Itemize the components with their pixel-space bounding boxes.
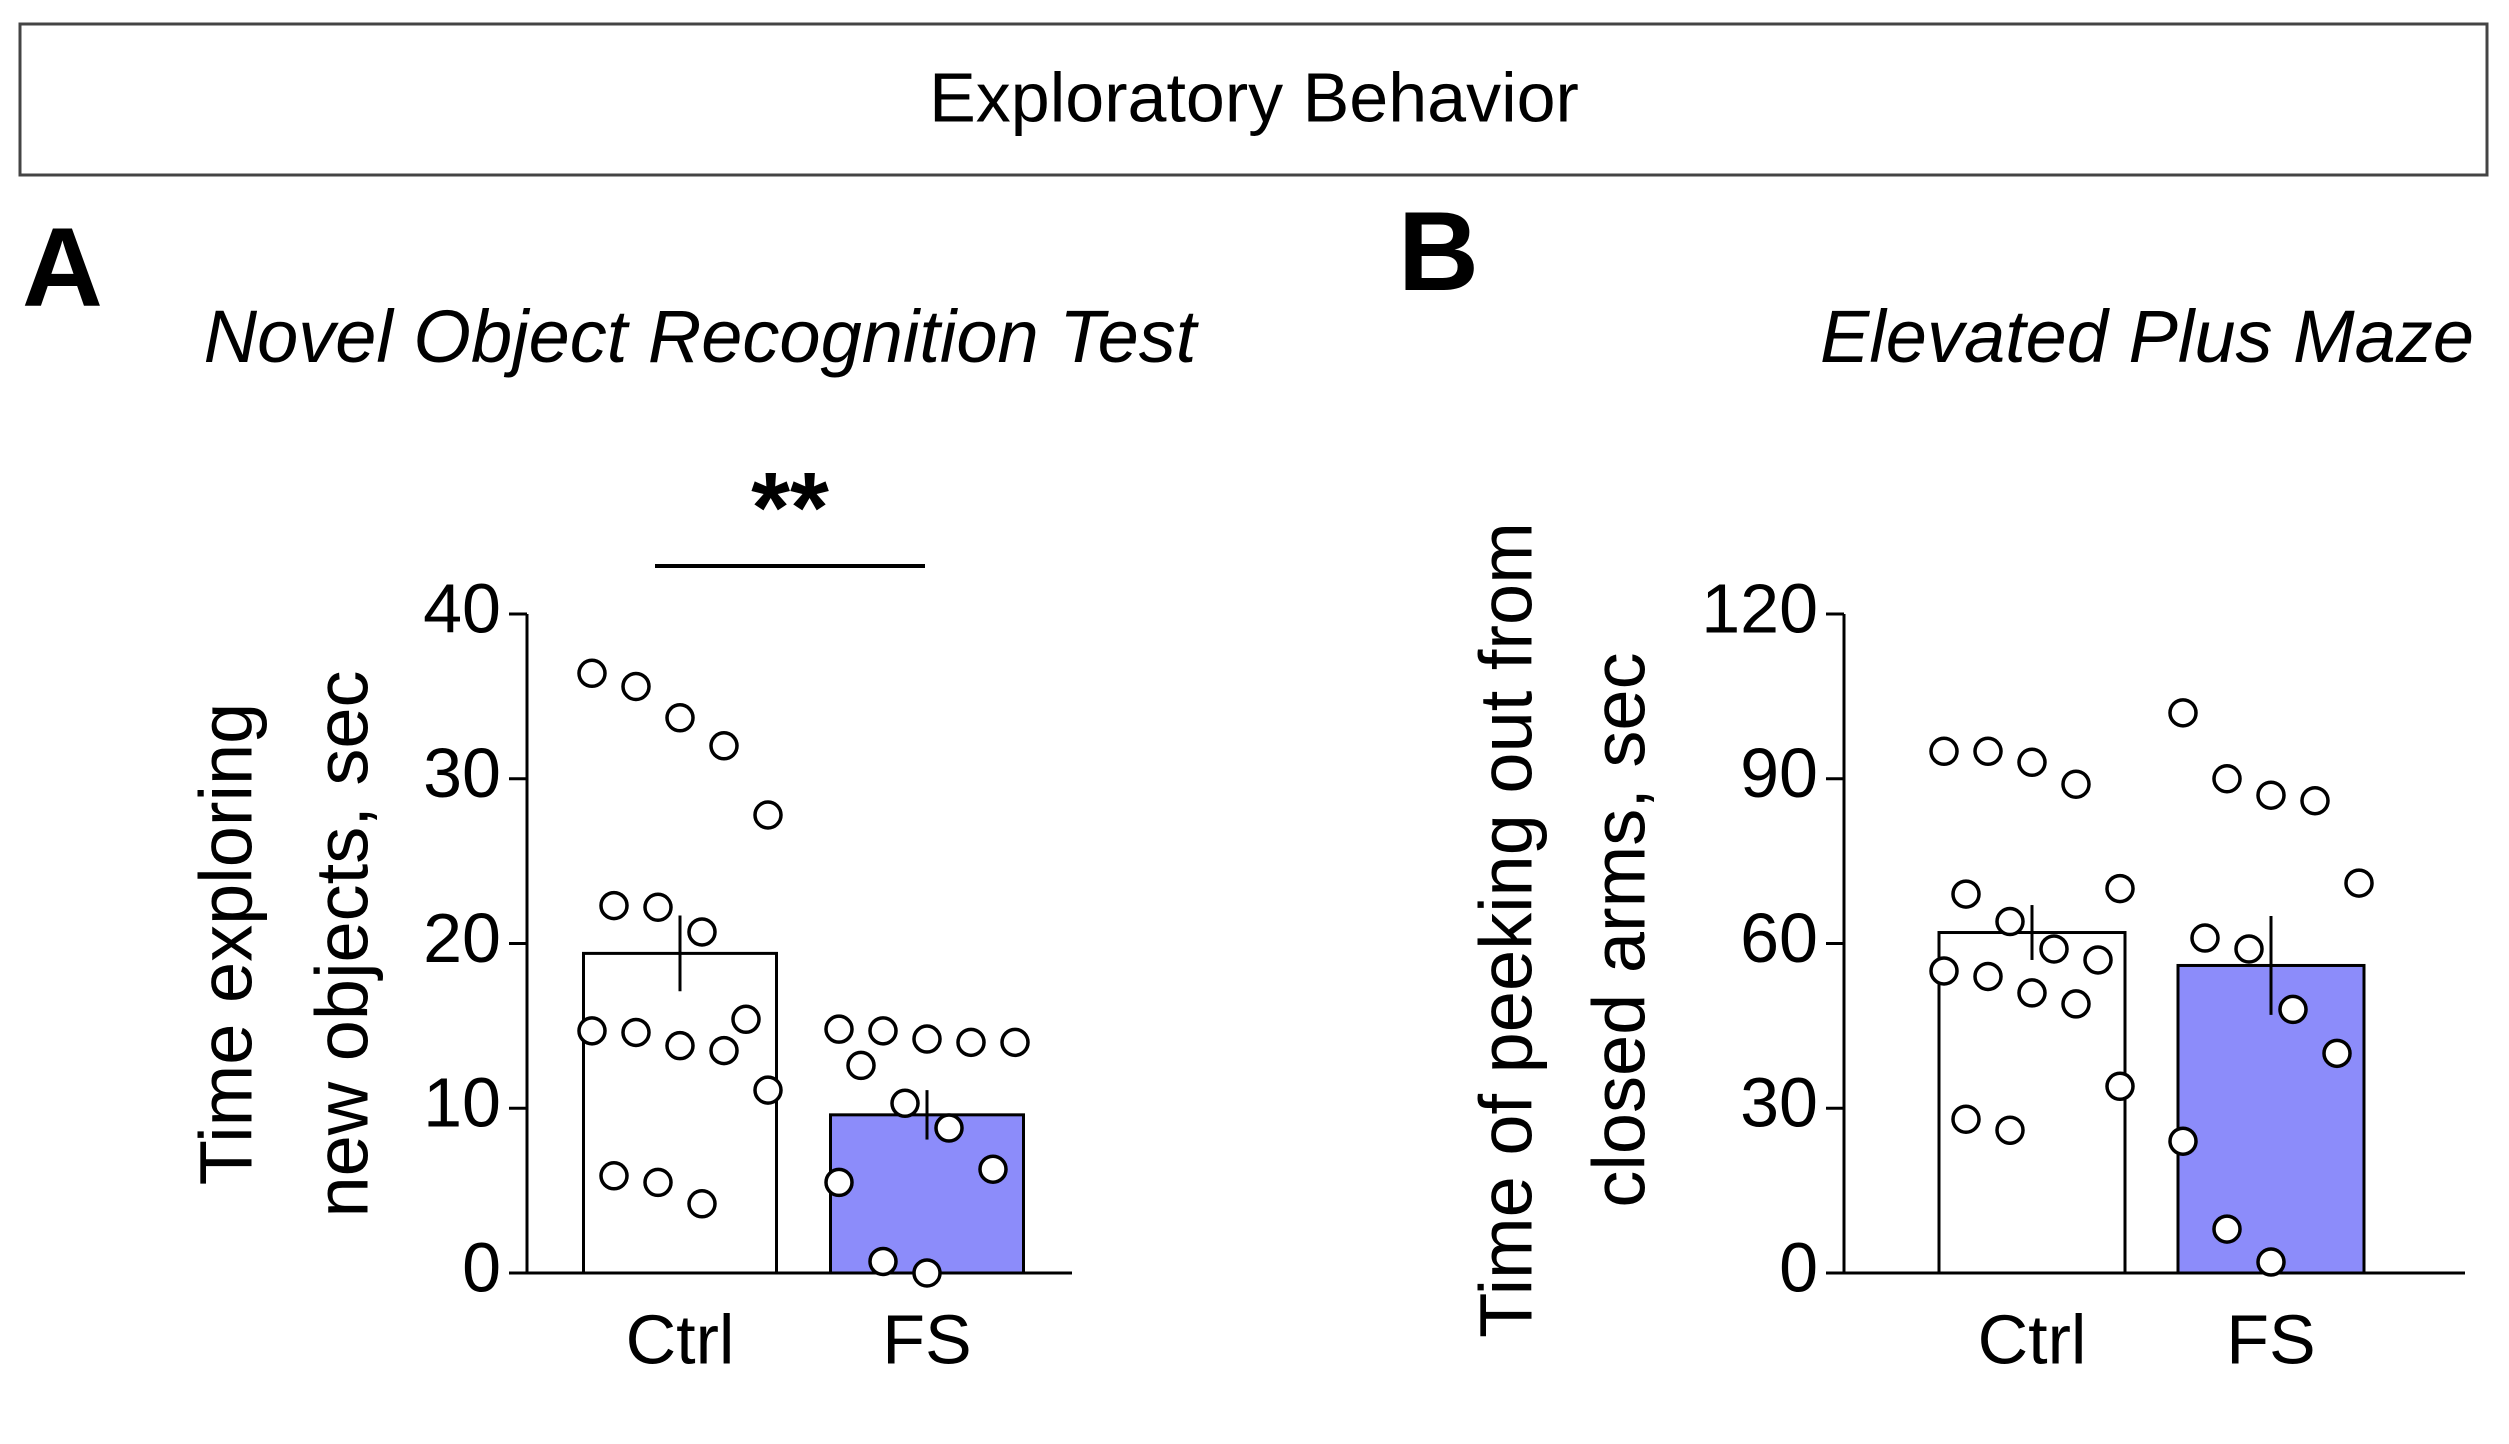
panel-a-data-point bbox=[621, 671, 651, 702]
panel-b-data-point bbox=[2190, 923, 2220, 953]
panel-b-data-point bbox=[2061, 989, 2091, 1019]
panel-b-ylabel-line: closed arms, sec bbox=[1578, 652, 1661, 1207]
panel-a-data-point bbox=[1000, 1027, 1030, 1058]
panel-a-data-point bbox=[665, 703, 695, 733]
panel-a-data-point bbox=[978, 1154, 1008, 1184]
panel-a-data-point bbox=[665, 1030, 695, 1061]
panel-b-x-label-fs: FS bbox=[2226, 1300, 2315, 1378]
panel-b-data-point bbox=[2039, 934, 2069, 964]
panel-a-x-label-fs: FS bbox=[882, 1300, 971, 1378]
panel-a-plot: Time exploring new objects, sec 0 10 20 30 40C… bbox=[185, 452, 1072, 1378]
panel-a-data-point bbox=[687, 917, 717, 947]
panel-b-y-tick-label: 60 bbox=[1740, 899, 1818, 977]
panel-a-data-point bbox=[934, 1113, 964, 1143]
panel-a-data-point bbox=[868, 1246, 898, 1277]
panel-a-ylabel-line: Time exploring bbox=[185, 703, 268, 1186]
panel-b-data-point bbox=[2212, 764, 2242, 794]
panel-b-plot: Time of peeking out from closed arms, sec… bbox=[1465, 522, 2465, 1378]
panel-a-title: Novel Object Recognition Test bbox=[204, 295, 1200, 378]
panel-a-y-tick-label: 0 bbox=[462, 1228, 501, 1306]
panel-b-data-point bbox=[1951, 879, 1981, 909]
panel-b-y-tick-label: 30 bbox=[1740, 1064, 1818, 1142]
panel-a-data-point bbox=[912, 1024, 942, 1054]
panel-b-data-point bbox=[2256, 1247, 2286, 1277]
panel-a-data-point bbox=[731, 1004, 761, 1035]
panel-b-data-point bbox=[2256, 780, 2286, 810]
panel-a-data-point bbox=[577, 658, 607, 689]
panel-a-data-point bbox=[643, 892, 673, 923]
panel-b-data-point bbox=[2278, 994, 2308, 1025]
panel-a-data-point bbox=[621, 1017, 651, 1048]
panel-b-data-point bbox=[1995, 1115, 2025, 1145]
panel-b-data-point bbox=[2234, 934, 2264, 964]
panel-a-data-point bbox=[687, 1189, 717, 1219]
panel-a-significance-marker: ** bbox=[751, 452, 829, 564]
header-box bbox=[18, 22, 2489, 177]
panel-a-y-tick-label: 40 bbox=[423, 569, 501, 647]
panel-b-data-point bbox=[2083, 945, 2113, 975]
panel-a-data-point bbox=[577, 1016, 607, 1046]
panel-a-data-point bbox=[709, 731, 739, 761]
panel-b-data-point bbox=[1995, 906, 2025, 937]
panel-a-data-point bbox=[868, 1016, 898, 1046]
panel-b-data-point bbox=[2300, 785, 2330, 816]
panel-b-data-point bbox=[1929, 956, 1959, 986]
panel-b-data-point bbox=[1929, 736, 1959, 767]
panel-a-ylabel-line: new objects, sec bbox=[301, 670, 384, 1217]
panel-a-data-point bbox=[956, 1027, 986, 1058]
panel-a-data-point bbox=[643, 1167, 673, 1198]
panel-a-data-point bbox=[599, 1161, 629, 1191]
panel-b-data-point bbox=[2105, 873, 2135, 904]
panel-b-data-point bbox=[2322, 1038, 2352, 1069]
panel-b-title: Elevated Plus Maze bbox=[1820, 295, 2474, 378]
panel-a-bar-ctrl bbox=[582, 951, 778, 1275]
panel-a-data-point bbox=[599, 890, 629, 921]
panel-b-data-point bbox=[2061, 769, 2091, 799]
panel-a-bar-fs bbox=[829, 1113, 1025, 1275]
panel-a-data-point bbox=[890, 1088, 920, 1119]
panel-a-x-label-ctrl: Ctrl bbox=[626, 1300, 735, 1378]
panel-b-bar-fs bbox=[2176, 963, 2366, 1275]
panel-a-data-point bbox=[846, 1050, 876, 1081]
figure-header: Exploratory Behavior bbox=[929, 58, 1579, 136]
panel-b-data-point bbox=[1973, 961, 2003, 992]
panel-b-data-point bbox=[2105, 1071, 2135, 1102]
panel-b-data-point bbox=[2168, 698, 2198, 728]
panel-b-label: B bbox=[1398, 189, 1479, 314]
panel-b-y-tick-label: 120 bbox=[1701, 569, 1818, 647]
panel-b-data-point bbox=[1951, 1104, 1981, 1134]
panel-b-data-point bbox=[2017, 978, 2047, 1008]
panel-a-data-point bbox=[753, 1075, 783, 1105]
panel-a-y-tick-label: 20 bbox=[423, 899, 501, 977]
panel-a-label: A bbox=[22, 205, 103, 330]
panel-a-data-point bbox=[709, 1035, 739, 1066]
panel-b-y-tick-label: 90 bbox=[1740, 734, 1818, 812]
panel-b-y-tick-label: 0 bbox=[1779, 1228, 1818, 1306]
panel-a-data-point bbox=[824, 1014, 854, 1044]
panel-b-x-label-ctrl: Ctrl bbox=[1978, 1300, 2087, 1378]
panel-a-y-tick-label: 10 bbox=[423, 1064, 501, 1142]
panel-b-ylabel-line: Time of peeking out from bbox=[1465, 522, 1548, 1338]
panel-b-data-point bbox=[2168, 1126, 2198, 1156]
panel-a-data-point bbox=[912, 1258, 942, 1288]
panel-b-data-point bbox=[2344, 868, 2374, 898]
panel-a-y-tick-label: 30 bbox=[423, 734, 501, 812]
panel-b-data-point bbox=[2212, 1214, 2242, 1244]
panel-a-data-point bbox=[824, 1167, 854, 1198]
panel-b-data-point bbox=[1973, 736, 2003, 767]
panel-a-data-point bbox=[753, 800, 783, 830]
panel-b-data-point bbox=[2017, 747, 2047, 778]
